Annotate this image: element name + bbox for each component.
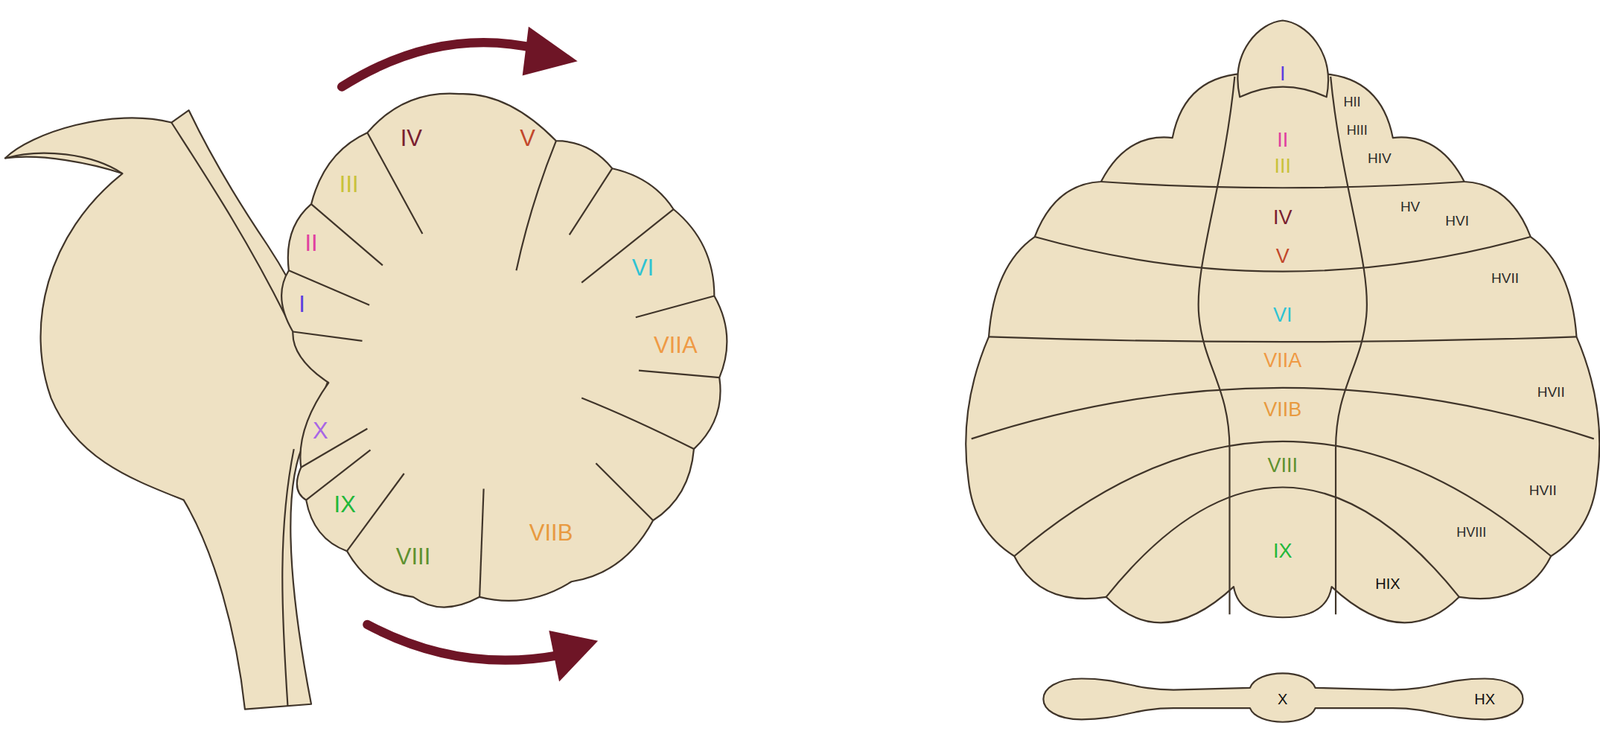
lobule-label: II — [1276, 129, 1289, 150]
lobule-label: VIII — [1267, 454, 1298, 476]
arrow-head — [522, 26, 578, 76]
fissure — [581, 398, 694, 450]
lobule-label: VI — [632, 256, 654, 280]
lobule-label: HIII — [1346, 123, 1368, 137]
fissure — [292, 331, 362, 341]
brainstem-contour — [5, 153, 123, 174]
fissure — [479, 489, 484, 598]
lobule-label: HV — [1400, 198, 1420, 213]
fissure — [515, 140, 556, 271]
band-boundary — [971, 387, 1595, 440]
lobule-label: HVIII — [1456, 525, 1487, 540]
band-boundary — [1034, 236, 1531, 272]
lobule-label: II — [304, 231, 318, 255]
cerebellum-sagittal — [281, 93, 727, 608]
lobule-label: V — [1276, 246, 1290, 267]
lobule-label: IX — [1273, 541, 1293, 562]
lobule-label: VIIB — [529, 521, 574, 545]
fissure-lines — [288, 132, 720, 598]
band-lines — [971, 76, 1595, 615]
fissure — [300, 428, 368, 468]
fissure — [635, 296, 715, 318]
brainstem-contour — [171, 122, 286, 317]
vermis-boundary — [1330, 76, 1367, 615]
band-boundary — [1106, 487, 1460, 598]
lobule-label: III — [1273, 156, 1292, 177]
brainstem — [5, 110, 329, 710]
lobule-label: I — [1279, 63, 1286, 84]
lobule-label: HIV — [1367, 151, 1392, 166]
lobule-label: VIIB — [1263, 399, 1302, 420]
lobule-label: HII — [1343, 95, 1361, 109]
lobule-label: V — [519, 126, 536, 150]
lobule-label: IX — [334, 492, 356, 516]
lobule-label: IV — [1273, 206, 1293, 228]
lobule-label: X — [1277, 691, 1288, 707]
lobule-label: HVII — [1537, 384, 1566, 400]
lobule-i-cap — [1237, 20, 1328, 97]
flocculonodular-lobe — [1043, 673, 1523, 722]
lobule-label: HIX — [1375, 576, 1400, 592]
rotation-arrow — [341, 42, 540, 87]
lobule-label: HVII — [1529, 482, 1557, 497]
band-boundary — [1101, 181, 1465, 188]
fissure — [569, 168, 613, 235]
band-boundary — [1014, 441, 1551, 557]
illustration-group — [5, 20, 1600, 722]
fissure — [311, 204, 383, 266]
cerebellum-flatmap — [965, 73, 1600, 624]
rotation-arrows — [341, 26, 598, 682]
lobule-label: VIIA — [653, 333, 698, 357]
lobule-label: VIIA — [1263, 349, 1302, 371]
lobule-label: I — [298, 292, 306, 316]
arrow-head — [548, 630, 598, 682]
lobule-label: HX — [1474, 691, 1496, 707]
band-boundary — [988, 336, 1577, 342]
lobule-label: III — [339, 171, 359, 196]
vermis-boundary — [1198, 76, 1236, 615]
fissure — [595, 463, 653, 521]
rotation-arrow — [367, 624, 560, 661]
lobule-label: HVII — [1491, 270, 1519, 285]
fissure — [581, 209, 674, 283]
lobule-label: VIII — [396, 544, 432, 568]
lobule-label: VI — [1273, 305, 1293, 326]
lobule-label: IV — [400, 126, 423, 150]
lobule-label: HVI — [1445, 213, 1469, 228]
lobule-label: X — [312, 419, 329, 443]
fissure — [638, 370, 720, 379]
brainstem-contour — [282, 448, 294, 706]
